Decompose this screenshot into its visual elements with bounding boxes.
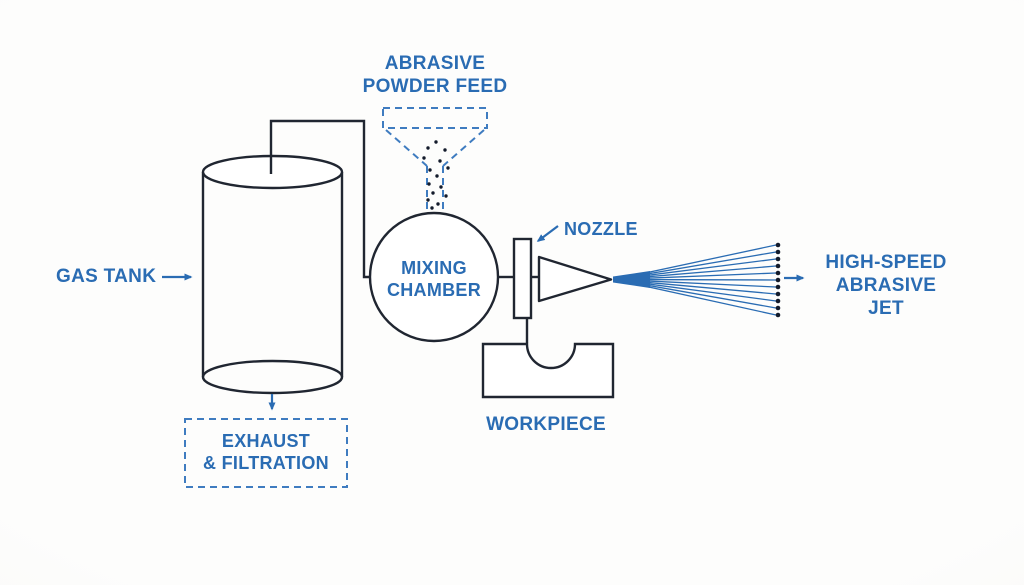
abrasive-powder-feed-label: ABRASIVE POWDER FEED [362, 53, 508, 98]
nozzle-label-arrow [536, 225, 559, 242]
gas-pipe [269, 119, 371, 279]
workpiece-label: WORKPIECE [486, 414, 606, 435]
nozzle-cone [537, 255, 613, 303]
jet-spray-wedge [613, 271, 650, 288]
powder-particles [422, 140, 450, 210]
gas-tank-label: GAS TANK [56, 266, 157, 287]
powder-feed-funnel [382, 107, 488, 209]
high-speed-jet-label: HIGH-SPEED ABRASIVE JET [825, 252, 947, 320]
exhaust-filtration-box [184, 418, 348, 488]
workpiece-shape [481, 342, 615, 399]
gas-tank-cylinder [201, 154, 344, 395]
mixing-chamber-label: MIXING CHAMBER [386, 258, 482, 300]
exhaust-filtration-label: EXHAUST & FILTRATION [203, 431, 329, 473]
nozzle-label: NOZZLE [564, 219, 638, 239]
nozzle-holder [512, 237, 533, 320]
